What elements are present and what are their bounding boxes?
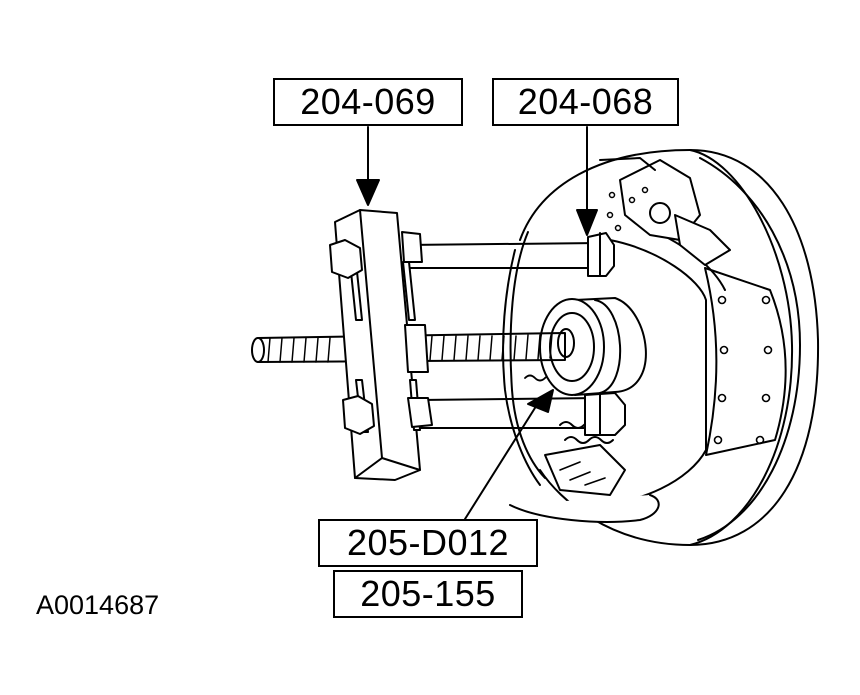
puller-crossbar	[329, 209, 433, 481]
callout-205-155: 205-155	[333, 570, 523, 618]
hub-adapter	[539, 297, 647, 396]
rivet-holes	[713, 295, 773, 445]
callout-204-068: 204-068	[492, 78, 679, 126]
threaded-rods	[251, 232, 626, 436]
callout-204-069: 204-069	[273, 78, 463, 126]
figure-id: A0014687	[36, 590, 160, 620]
callout-205-d012: 205-D012	[318, 519, 538, 567]
leader-arrows	[356, 126, 598, 520]
